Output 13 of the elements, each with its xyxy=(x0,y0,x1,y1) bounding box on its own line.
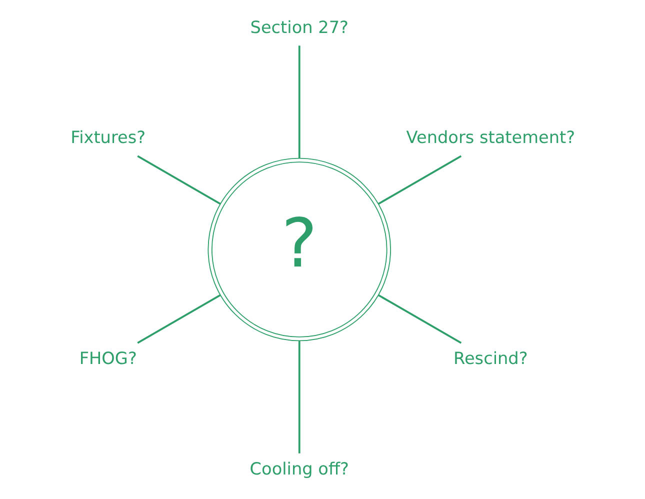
node-text: Section 27? xyxy=(250,16,348,37)
node-text: Cooling off? xyxy=(249,458,348,478)
connector xyxy=(378,155,462,205)
connector xyxy=(378,294,462,344)
connector xyxy=(298,46,300,158)
node-text: Rescind? xyxy=(453,348,528,368)
node-text: Vendors statement? xyxy=(406,127,575,148)
node-text: FHOG? xyxy=(78,348,136,368)
node-circle: ? xyxy=(207,158,391,342)
connector xyxy=(298,340,300,454)
node-text: Fixtures? xyxy=(70,127,146,148)
connector xyxy=(136,155,220,205)
connector xyxy=(136,294,220,344)
